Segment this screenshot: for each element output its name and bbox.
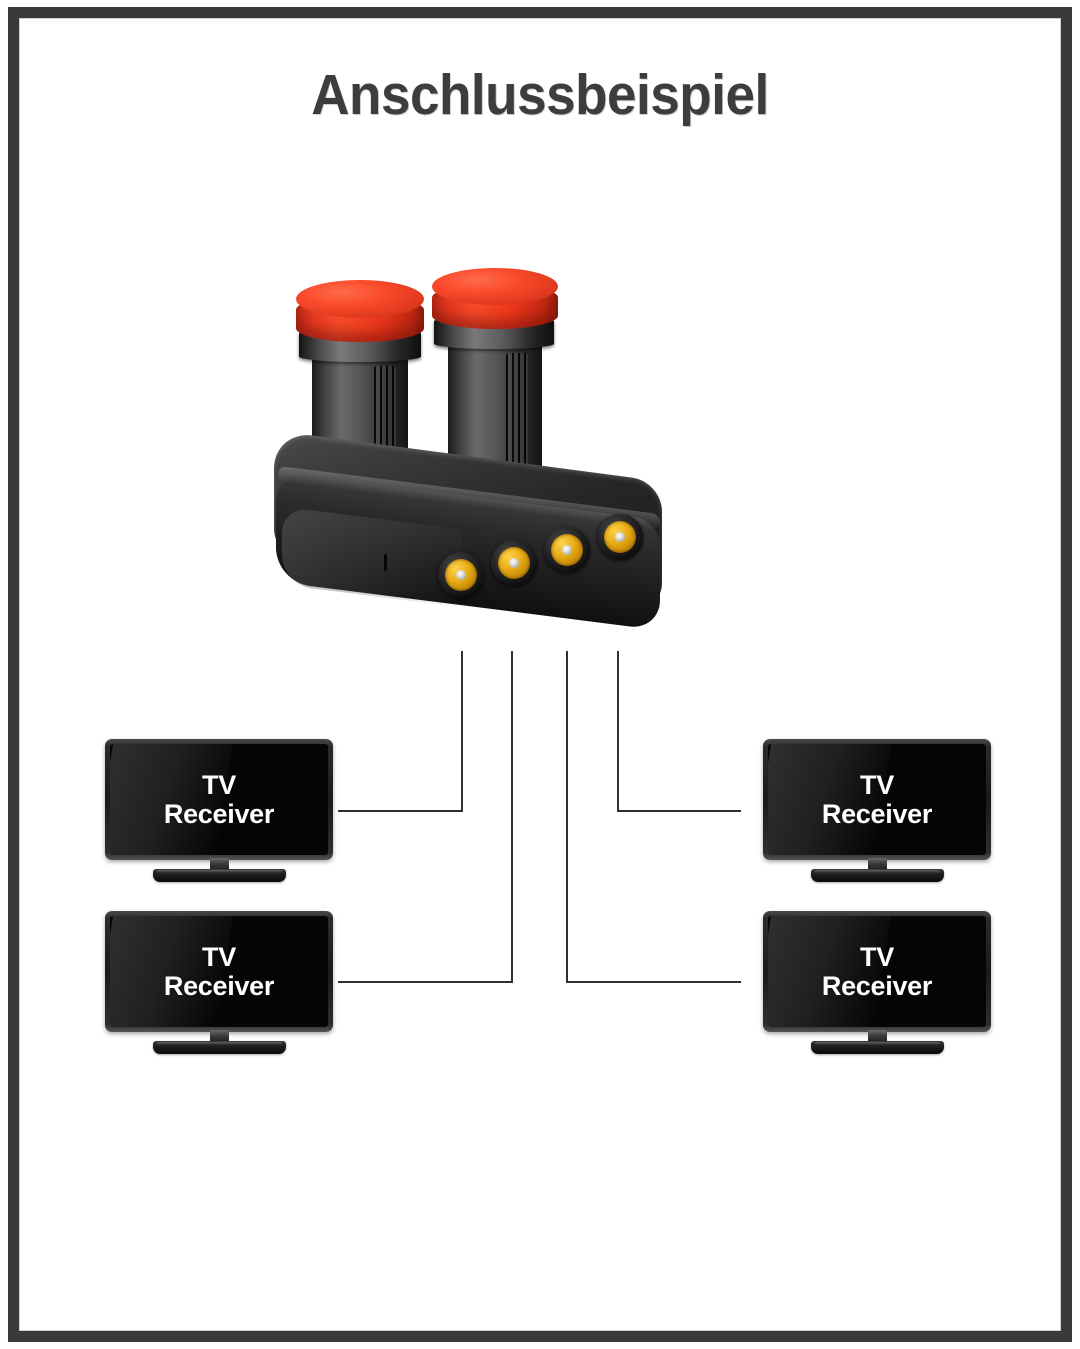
lnb-connector-4-pin <box>615 532 625 542</box>
tv-stand-neck <box>868 858 887 871</box>
tv-stand-neck <box>210 1030 229 1043</box>
tv-screen-label: TV Receiver <box>768 744 986 855</box>
cable-2-horizontal <box>338 981 513 983</box>
lnb-output-connector-2 <box>491 540 537 586</box>
lnb-connector-3-pin <box>562 545 572 555</box>
tv-screen-label: TV Receiver <box>110 916 328 1027</box>
tv-receiver-top-right[interactable]: TV Receiver <box>763 739 991 889</box>
tv-screen: TV Receiver <box>768 916 986 1027</box>
tv-stand-base <box>153 1041 286 1054</box>
lnb-cap-1-top <box>296 280 424 318</box>
lnb-vent-slot <box>384 553 387 572</box>
cable-1-vertical <box>461 651 463 812</box>
cable-4-vertical <box>617 651 619 812</box>
lnb-feedhorn-2-ribs <box>506 353 528 469</box>
tv-label-line-2: Receiver <box>821 970 933 1001</box>
tv-receiver-top-left[interactable]: TV Receiver <box>105 739 333 889</box>
tv-label-line-1: TV <box>860 941 894 972</box>
tv-receiver-bottom-left[interactable]: TV Receiver <box>105 911 333 1061</box>
tv-screen-label: TV Receiver <box>768 916 986 1027</box>
cable-3-horizontal <box>566 981 741 983</box>
cable-2-vertical <box>511 651 513 983</box>
lnb-connector-2-pin <box>509 558 519 568</box>
lnb-connector-1-pin <box>456 570 466 580</box>
tv-screen: TV Receiver <box>110 916 328 1027</box>
lnb-output-connector-1 <box>438 552 484 598</box>
tv-stand-base <box>153 869 286 882</box>
page-frame <box>8 7 1072 1342</box>
lnb-cap-2-top <box>432 268 558 305</box>
tv-stand-neck <box>210 858 229 871</box>
tv-label-line-2: Receiver <box>163 970 275 1001</box>
lnb-output-connector-3 <box>544 527 590 573</box>
tv-receiver-bottom-right[interactable]: TV Receiver <box>763 911 991 1061</box>
tv-screen: TV Receiver <box>110 744 328 855</box>
cable-4-horizontal <box>617 810 741 812</box>
tv-stand-neck <box>868 1030 887 1043</box>
page-title: Anschlussbeispiel <box>311 63 769 127</box>
tv-label-line-1: TV <box>860 769 894 800</box>
tv-stand-base <box>811 869 944 882</box>
quad-lnb-device <box>268 268 668 640</box>
tv-label-line-2: Receiver <box>821 798 933 829</box>
tv-label-line-1: TV <box>202 941 236 972</box>
tv-label-line-2: Receiver <box>163 798 275 829</box>
tv-screen: TV Receiver <box>768 744 986 855</box>
tv-screen-label: TV Receiver <box>110 744 328 855</box>
cable-1-horizontal <box>338 810 463 812</box>
cable-3-vertical <box>566 651 568 983</box>
tv-label-line-1: TV <box>202 769 236 800</box>
tv-stand-base <box>811 1041 944 1054</box>
lnb-output-connector-4 <box>597 514 643 560</box>
